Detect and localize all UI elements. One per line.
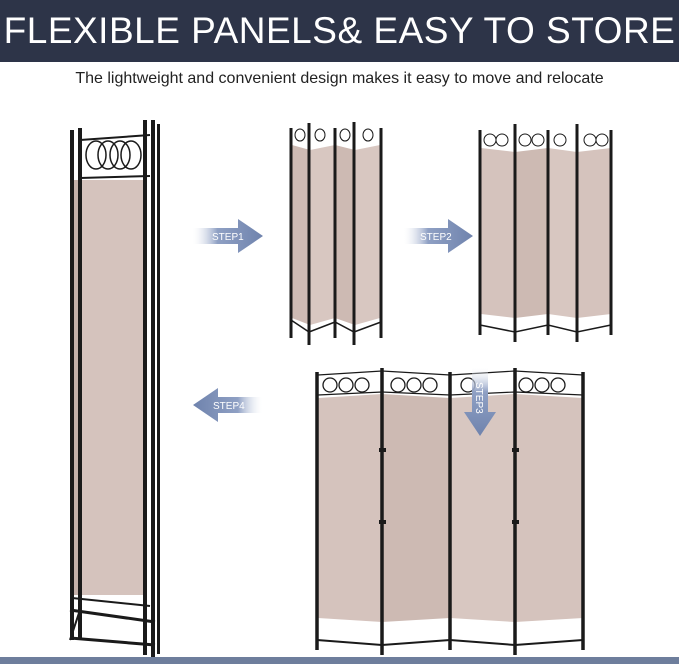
page-subtitle: The lightweight and convenient design ma… <box>75 70 604 87</box>
screen-step3 <box>315 368 585 655</box>
step1-label: STEP1 <box>212 232 244 243</box>
screen-step2 <box>478 124 613 342</box>
page-title: FLEXIBLE PANELS& EASY TO STORE <box>3 10 676 51</box>
step1-arrow: STEP1 <box>193 219 263 253</box>
header-banner: FLEXIBLE PANELS& EASY TO STORE <box>0 0 679 62</box>
step3-label: STEP3 <box>473 382 484 414</box>
screen-step1 <box>289 122 383 345</box>
folded-screen <box>69 120 160 660</box>
step4-arrow: STEP4 <box>193 388 262 422</box>
step3-arrow: STEP3 <box>464 368 496 436</box>
step4-label: STEP4 <box>213 401 245 412</box>
step2-arrow: STEP2 <box>404 219 473 253</box>
bottom-bar <box>0 657 679 664</box>
step2-label: STEP2 <box>420 232 452 243</box>
